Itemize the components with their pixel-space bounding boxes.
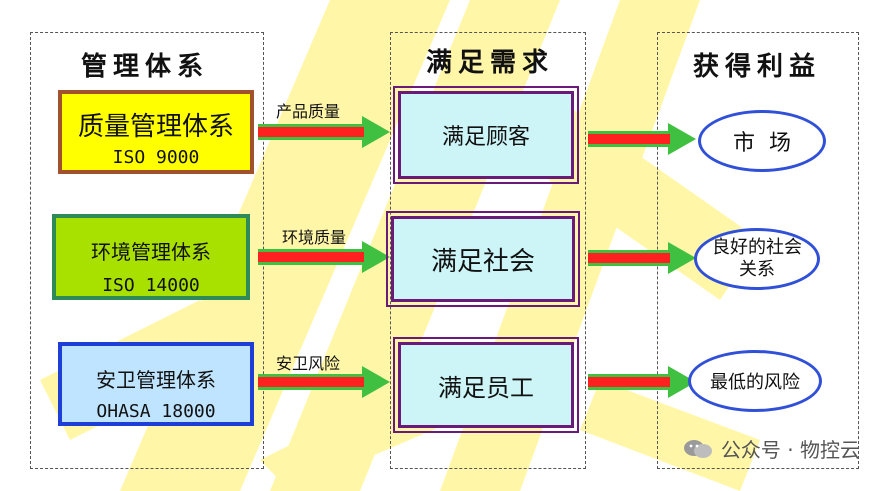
- benefit-ellipse: 最低的风险: [688, 350, 822, 412]
- watermark-text: 公众号 · 物控云: [720, 438, 860, 462]
- wechat-icon: [683, 439, 712, 458]
- arrow-right-icon: [258, 116, 390, 148]
- arrow-right-icon: [258, 241, 390, 273]
- system-name: 环境管理体系: [91, 240, 211, 264]
- need-label: 满足员工: [438, 373, 534, 402]
- system-standard: ISO 9000: [112, 147, 200, 168]
- benefit-label: 最低的风险: [710, 372, 800, 393]
- need-label: 满足社会: [430, 246, 535, 277]
- benefit-ellipse: 良好的社会 关系: [694, 228, 820, 290]
- arrow-label: 产品质量: [276, 102, 341, 121]
- safety-system-box: 安卫管理体系 OHASA 18000: [58, 342, 254, 426]
- systems-column-title: 管理体系: [80, 52, 209, 82]
- arrow-label: 环境质量: [282, 228, 347, 247]
- environment-system-box: 环境管理体系 ISO 14000: [52, 214, 250, 300]
- system-name: 质量管理体系: [77, 112, 234, 142]
- benefit-ellipse: 市 场: [698, 110, 826, 172]
- needs-column: [390, 32, 586, 469]
- quality-system-box: 质量管理体系 ISO 9000: [58, 90, 254, 174]
- benefit-label: 关系: [739, 259, 775, 280]
- need-label: 满足顾客: [441, 125, 530, 150]
- arrow-right-icon: [588, 242, 696, 274]
- need-box: 满足顾客: [393, 86, 579, 184]
- system-standard: OHASA 18000: [96, 401, 216, 422]
- arrow-right-icon: [588, 366, 696, 398]
- arrow-right-icon: [258, 366, 390, 398]
- arrow-label: 安卫风险: [276, 354, 341, 373]
- benefit-label: 市 场: [733, 131, 791, 156]
- need-box: 满足员工: [393, 337, 579, 433]
- arrow-right-icon: [588, 123, 696, 155]
- watermark: 公众号 · 物控云: [683, 434, 860, 463]
- system-name: 安卫管理体系: [96, 368, 216, 392]
- benefit-label: 良好的社会: [712, 237, 802, 258]
- benefits-column-title: 获得利益: [692, 52, 821, 82]
- need-box: 满足社会: [386, 211, 580, 307]
- needs-column-title: 满足需求: [425, 48, 554, 78]
- system-standard: ISO 14000: [102, 275, 200, 296]
